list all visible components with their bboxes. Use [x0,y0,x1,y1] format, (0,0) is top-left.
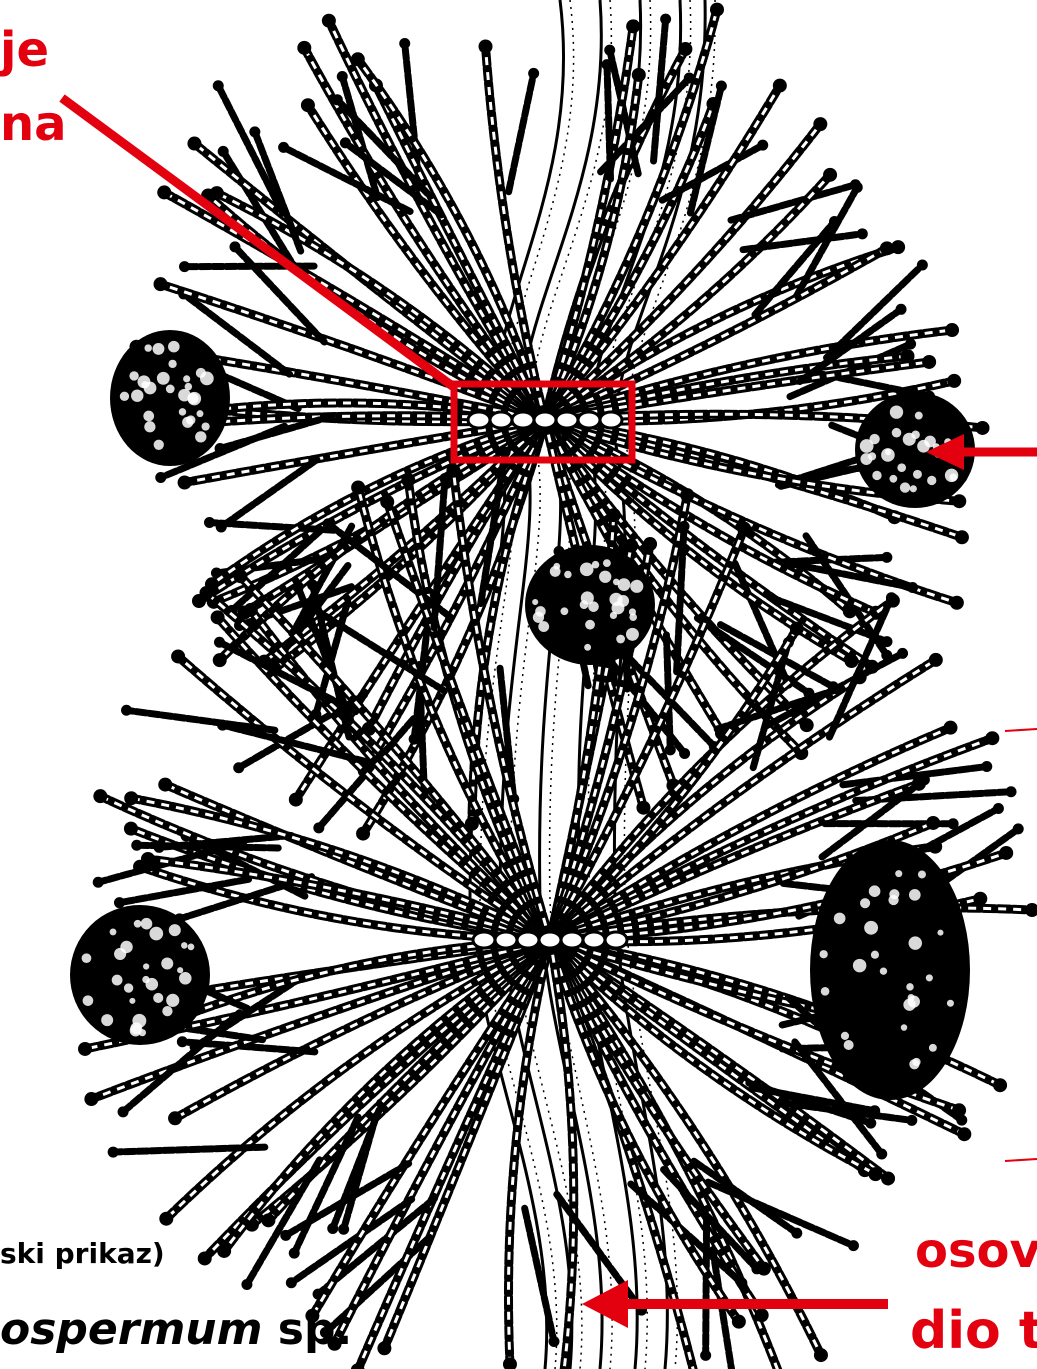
label-node-line1: je [0,26,49,74]
cluster-center [525,545,655,665]
caption-genus: ospermum [0,1304,262,1355]
axis-strand-dots [480,0,574,1369]
bracket-tick-bottom [1005,1159,1037,1161]
cluster-left-lower [70,905,210,1045]
label-node-line2: na [0,100,67,148]
bracket-tick-top [1005,729,1037,731]
caption-species: ospermum sp. [0,1308,352,1352]
label-axis-line2: dio t [910,1305,1037,1357]
caption-sp: sp. [262,1304,352,1355]
cluster-right-lower [810,840,970,1100]
label-axis-line1: osov [915,1227,1037,1275]
branch-whorls [78,3,1037,1369]
cluster-left-upper [110,330,230,466]
caption-line1: ski prikaz) [0,1240,165,1268]
